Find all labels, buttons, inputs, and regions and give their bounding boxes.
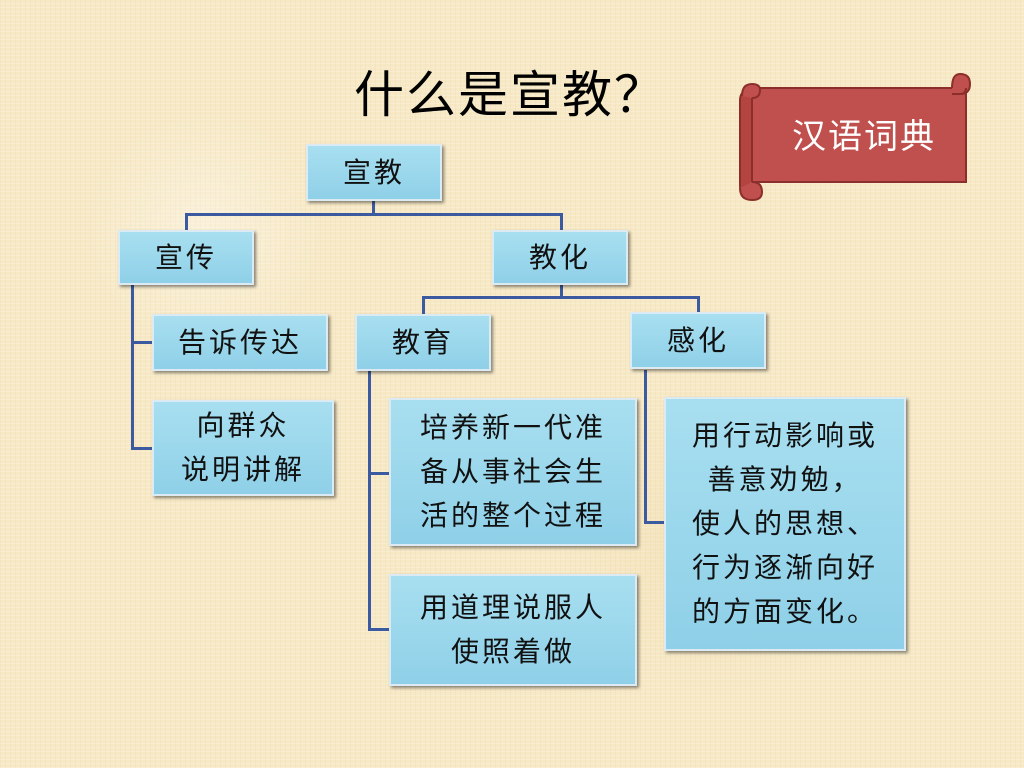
connector-jiaohua-down <box>560 284 563 298</box>
node-xuanchuan: 宣传 <box>118 230 254 285</box>
connector-to-jiaohua <box>560 213 563 230</box>
connector-level1-bar <box>185 213 563 216</box>
dictionary-banner-label: 汉语词典 <box>792 117 936 157</box>
node-yong-xingdong: 用行动影响或 善意劝勉， 使人的思想、 行为逐渐向好 的方面变化。 <box>664 397 906 651</box>
node-gaosu-chuanda: 告诉传达 <box>152 314 328 371</box>
connector-ganhua-spine <box>644 370 647 524</box>
connector-jiaoyu-spine <box>368 370 371 631</box>
connector-to-gaosu <box>131 341 153 344</box>
node-xiang-qunzhong: 向群众 说明讲解 <box>152 400 334 496</box>
connector-to-yongdaoli <box>368 628 390 631</box>
node-peiyang: 培养新一代准 备从事社会生 活的整个过程 <box>389 398 637 546</box>
connector-level3-bar <box>422 296 700 299</box>
connector-to-ganhua <box>697 296 700 312</box>
connector-to-yongxingdong <box>644 521 666 524</box>
node-ganhua: 感化 <box>630 312 766 369</box>
node-jiaohua: 教化 <box>492 230 628 285</box>
connector-root-down <box>372 201 375 215</box>
connector-to-xuanchuan <box>185 213 188 230</box>
node-xuanjiao: 宣教 <box>306 144 442 201</box>
node-jiaoyu: 教育 <box>355 314 491 371</box>
scroll-shape <box>739 72 972 202</box>
connector-to-peiyang <box>368 472 390 475</box>
page-title: 什么是宣教？ <box>354 66 666 124</box>
connector-xuanchuan-spine <box>131 284 134 449</box>
connector-to-xiangqunzhong <box>131 447 153 450</box>
connector-to-jiaoyu <box>422 296 425 314</box>
dictionary-banner: 汉语词典 <box>734 70 974 202</box>
node-yong-daoli: 用道理说服人 使照着做 <box>389 574 637 686</box>
